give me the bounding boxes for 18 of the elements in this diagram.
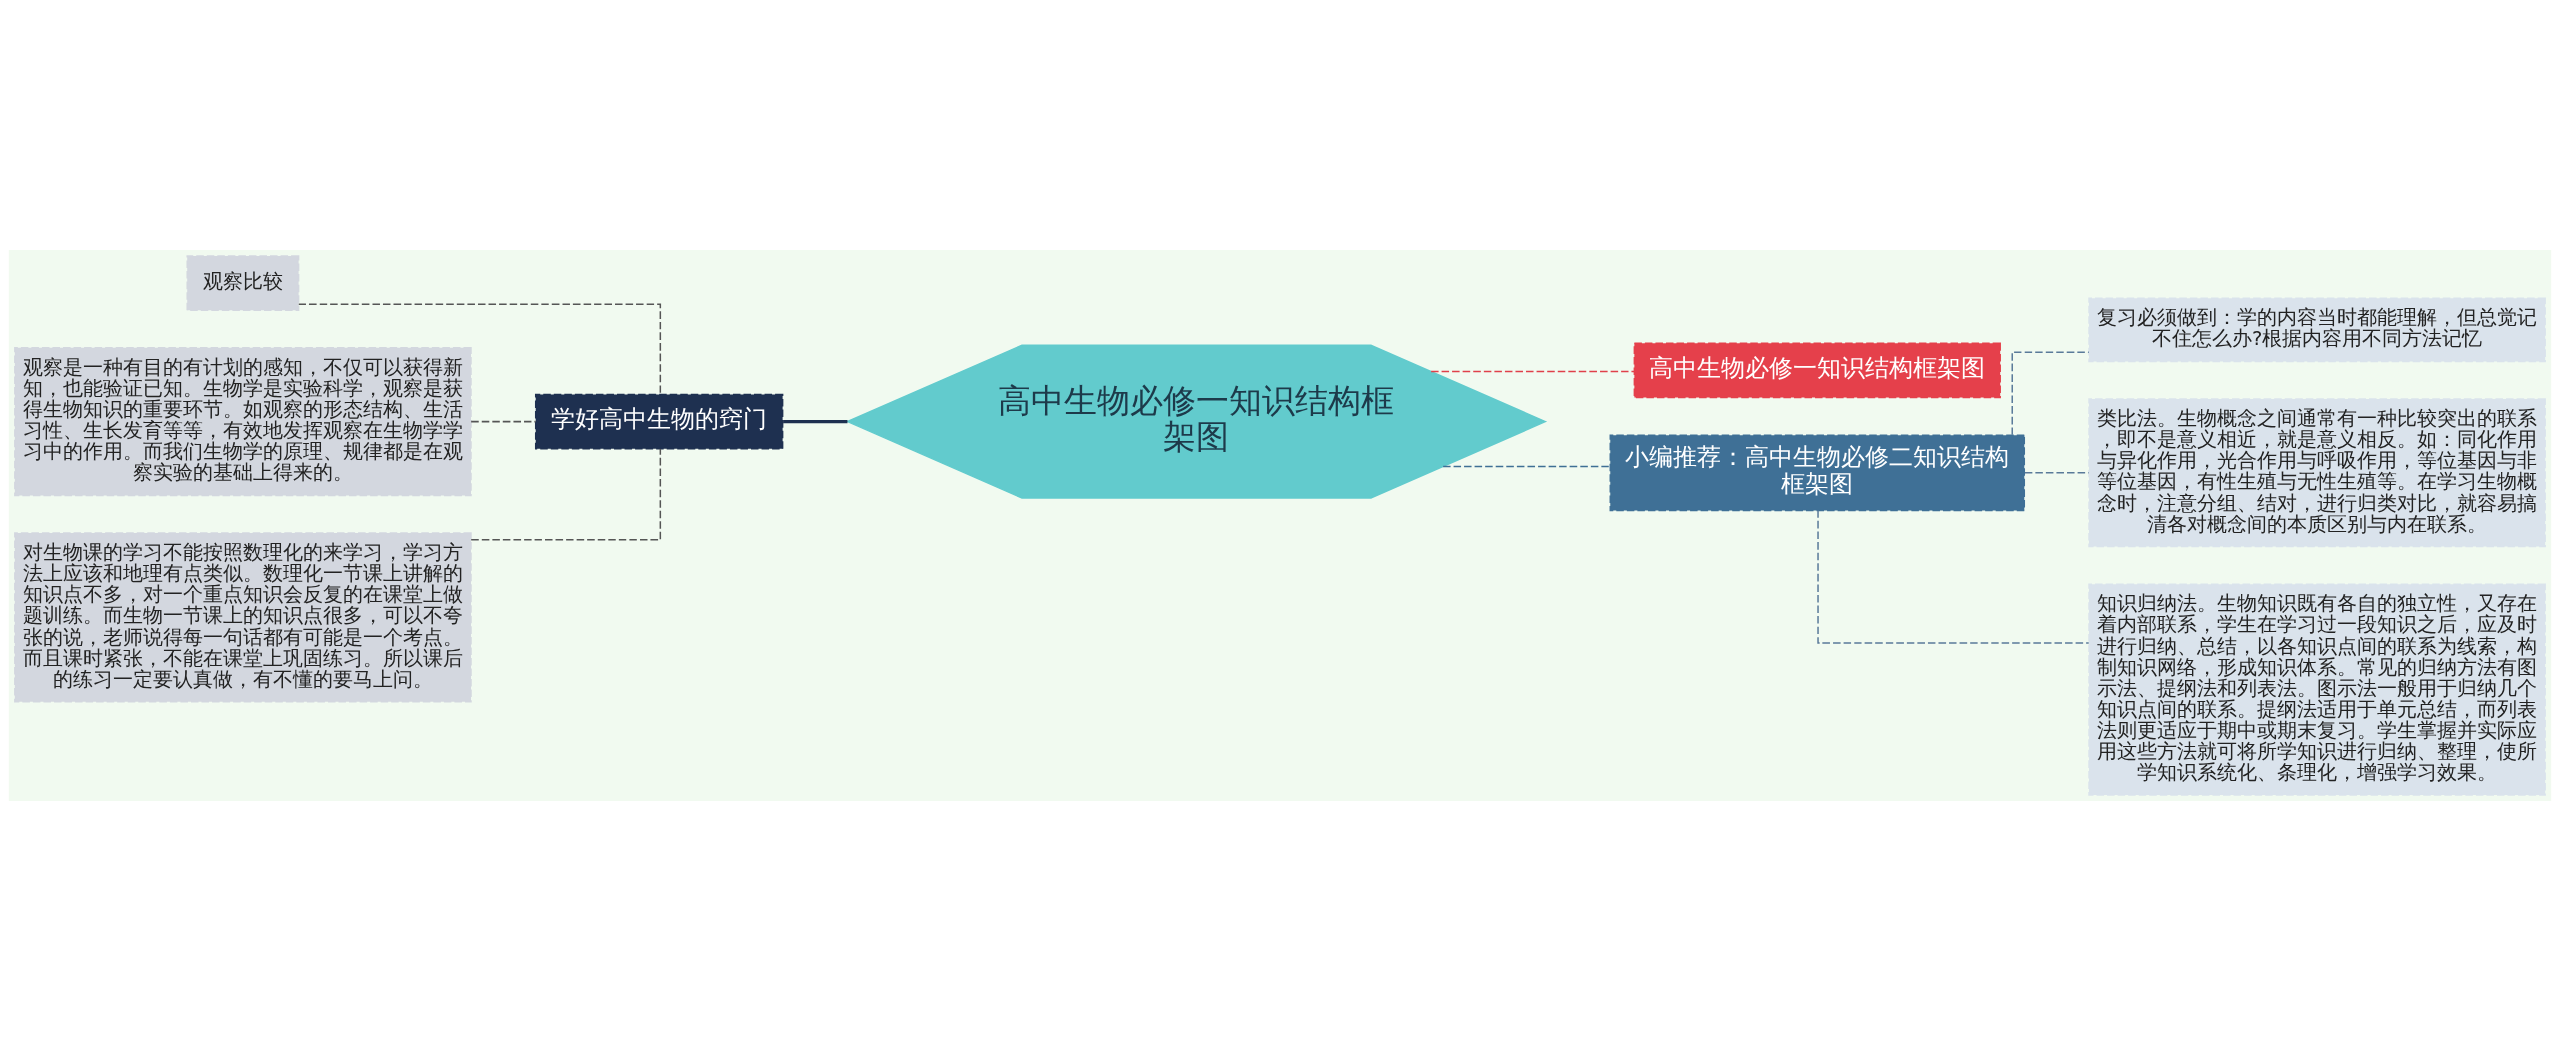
connector	[2011, 351, 2090, 436]
node-box: 小编推荐：高中生物必修二知识结构框架图	[1609, 434, 2026, 512]
connector	[2024, 472, 2090, 474]
node-box: 知识归纳法。生物知识既有各自的独立性，又存在着内部联系，学生在学习过一段知识之后，应及时进行归纳、总结，以各知识点间的联系为线索，构制知识网络，形成知识体系。常见的归纳方法有图示法、提纲法和列表法。图示法一般用于归纳几个知识点间的联系。提纲法适用于单元总结，而列表法则更适应于期中或期末复习。学生掌握并实际应用这些方法就可将所学知识进行归纳、整理，使所学知识系统化、条理化，增强学习效果。	[2088, 583, 2546, 796]
node-box: 对生物课的学习不能按照数理化的来学习，学习方法上应该和地理有点类似。数理化一节课上讲解的知识点不多，对一个重点知识会反复的在课堂上做题训练。而生物一节课上的知识点很多，可以不夸张的说，老师说得每一句话都有可能是一个考点。而且课时紧张，不能在课堂上巩固练习。所以课后的练习一定要认真做，有不懂的要马上问。	[14, 532, 472, 703]
connector	[470, 420, 537, 423]
connector	[783, 420, 848, 424]
connector	[1430, 370, 1635, 373]
node-box: 学好高中生物的窍门	[534, 393, 784, 450]
connector	[1442, 465, 1611, 468]
connector	[298, 303, 662, 396]
node-box: 观察是一种有目的有计划的感知，不仅可以获得新知，也能验证已知。生物学是实验科学，观察是获得生物知识的重要环节。如观察的形态结构、生活习性、生长发育等等，有效地发挥观察在生物学学习中的作用。而我们生物学的原理、规律都是在观察实验的基础上得来的。	[14, 347, 472, 497]
node-box: 观察比较	[186, 255, 300, 311]
node-box: 复习必须做到：学的内容当时都能理解，但总觉记不住怎么办?根据内容用不同方法记忆	[2088, 297, 2546, 363]
node-box: 类比法。生物概念之间通常有一种比较突出的联系，即不是意义相近，就是意义相反。如：同化作用与异化作用，光合作用与呼吸作用，等位基因与非等位基因，有性生殖与无性生殖等。在学习生物概念时，注意分组、结对，进行归类对比，就容易搞清各对概念间的本质区别与内在联系。	[2088, 398, 2546, 548]
connector	[470, 448, 662, 541]
node-box: 高中生物必修一知识结构框架图	[1633, 342, 2001, 399]
connector	[1817, 509, 2090, 644]
